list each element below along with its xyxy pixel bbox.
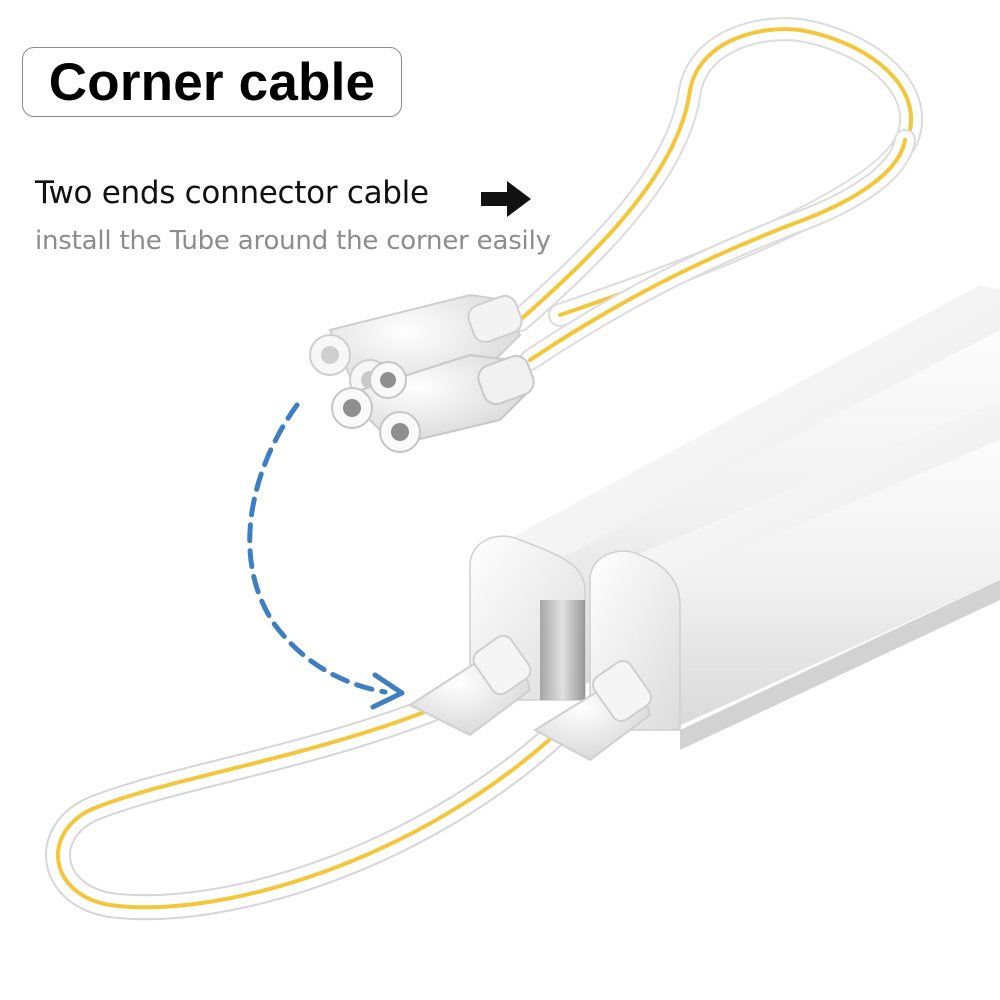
subtitle: Two ends connector cable	[35, 175, 429, 211]
title-box: Corner cable	[22, 47, 402, 117]
dashed-curved-arrow-icon	[247, 402, 405, 710]
right-arrow-icon	[481, 181, 531, 217]
upper-cable-loop	[508, 17, 924, 371]
page-title: Corner cable	[48, 52, 376, 112]
caption: install the Tube around the corner easil…	[35, 226, 551, 256]
lower-plugs	[407, 634, 653, 762]
lower-cable-loop	[45, 697, 573, 921]
upper-connectors	[309, 293, 535, 453]
